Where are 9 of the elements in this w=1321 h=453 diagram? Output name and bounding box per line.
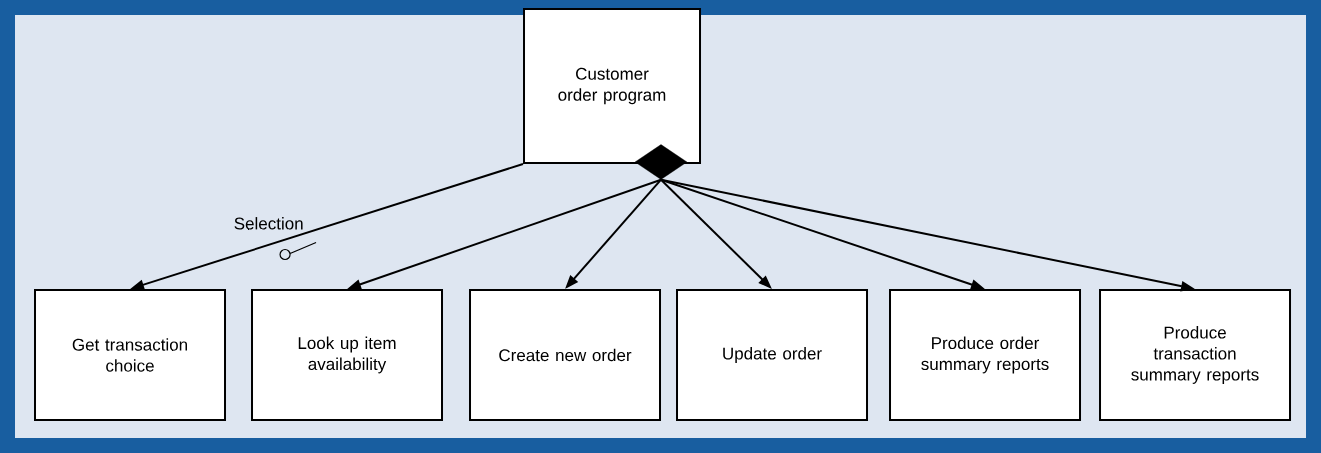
edge-label: Selection	[234, 217, 303, 230]
process-box: Look up item availability	[251, 289, 443, 421]
diamond-symbol	[634, 144, 688, 180]
process-box: Produce transaction summary reports	[1099, 289, 1291, 421]
process-box: Customer order program	[523, 8, 701, 164]
process-box: Update order	[676, 289, 868, 421]
process-box: Get transaction choice	[34, 289, 226, 421]
process-box: Produce order summary reports	[889, 289, 1081, 421]
process-box: Create new order	[469, 289, 661, 421]
